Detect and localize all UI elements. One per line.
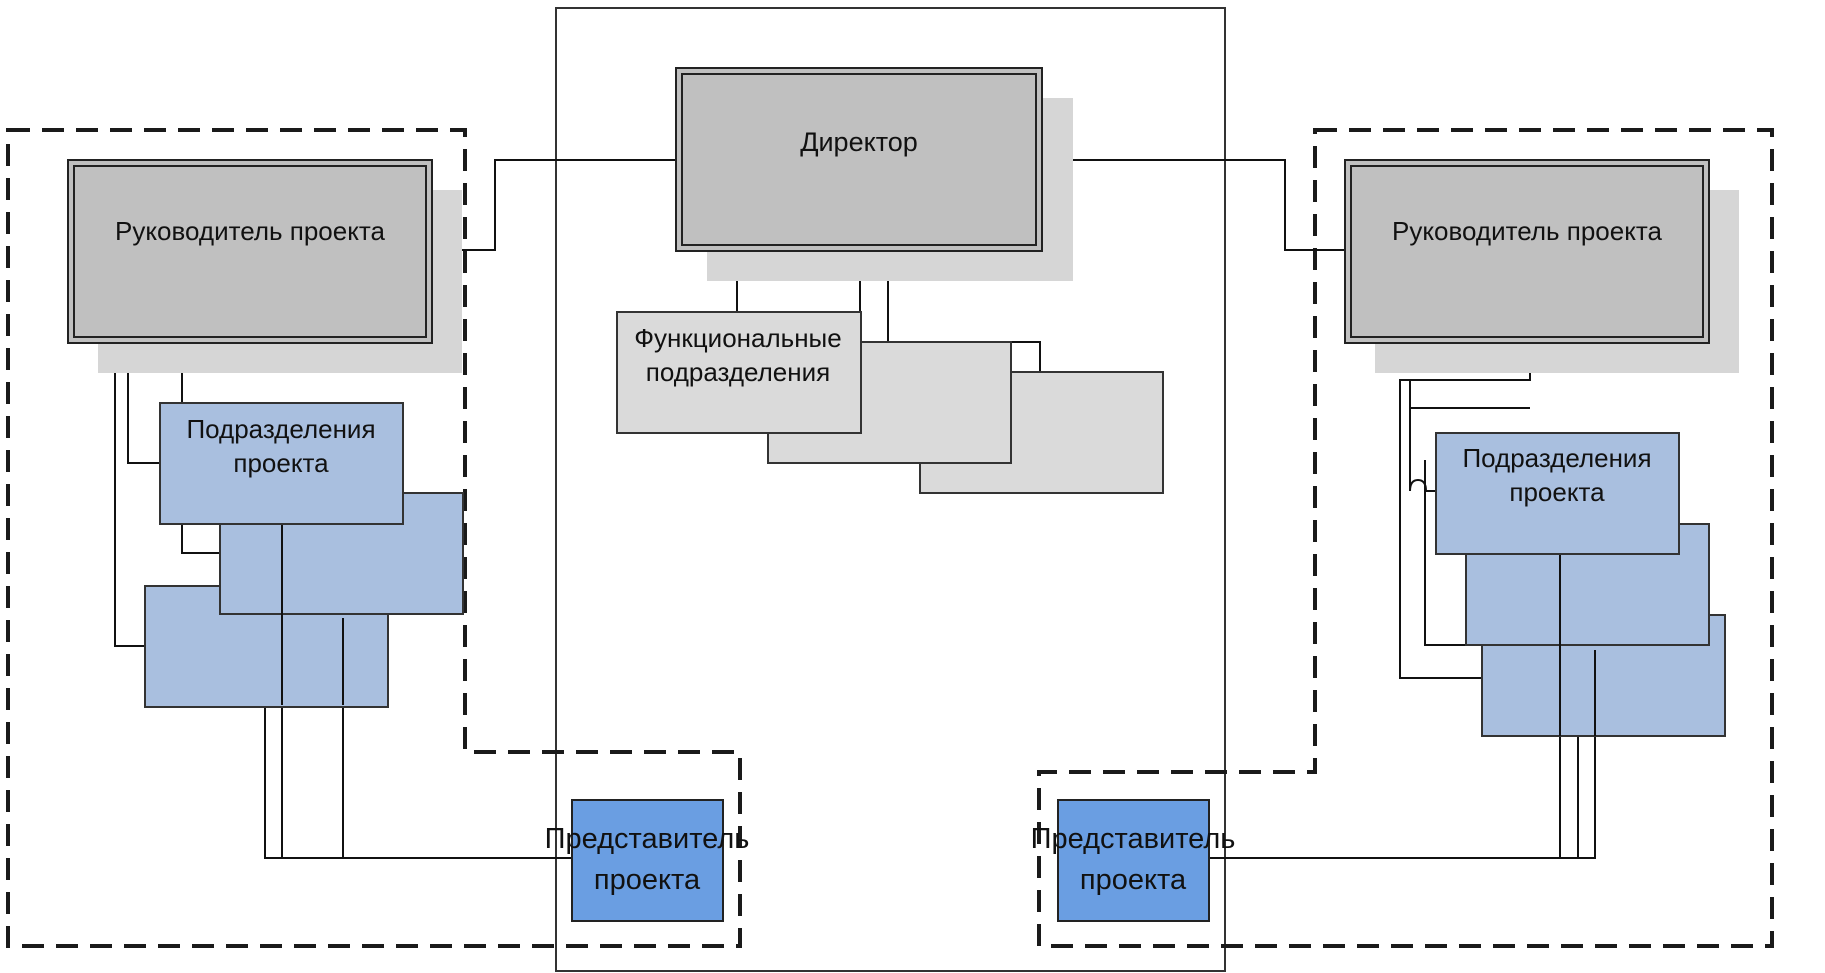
director-box	[675, 67, 1043, 252]
director-label: Директор	[800, 127, 918, 157]
director-box-inner-border	[681, 73, 1037, 246]
right-manager-box-inner-border	[1350, 165, 1704, 338]
left-manager-label: Руководитель проекта	[115, 216, 385, 246]
right-representative-label: Представитель	[1031, 823, 1236, 855]
left-manager-box-inner-border	[73, 165, 427, 338]
functional-units-box	[616, 311, 862, 434]
left-manager-box	[67, 159, 433, 344]
left-project-units-label: Подразделения	[186, 414, 375, 444]
left-representative-label: Представитель	[545, 823, 750, 855]
functional-units-label: подразделения	[646, 357, 830, 387]
right-representative-box	[1057, 799, 1210, 922]
right-representative-label: проекта	[1080, 864, 1187, 896]
unit-overlay-lines	[281, 525, 1596, 736]
right-project-units-label: Подразделения	[1462, 443, 1651, 473]
right-manager-label: Руководитель проекта	[1392, 216, 1662, 246]
right-manager-box	[1344, 159, 1710, 344]
functional-units-label: Функциональные	[634, 323, 841, 353]
right-project-units-label: проекта	[1509, 477, 1605, 507]
left-representative-label: проекта	[594, 864, 701, 896]
left-project-units-box	[159, 402, 404, 525]
right-project-boundary	[1037, 128, 1774, 948]
right-project-units-box	[1435, 432, 1680, 555]
functional-frame	[555, 7, 1226, 972]
left-representative-box	[571, 799, 724, 922]
left-project-units-label: проекта	[233, 448, 329, 478]
left-project-boundary	[6, 128, 742, 948]
